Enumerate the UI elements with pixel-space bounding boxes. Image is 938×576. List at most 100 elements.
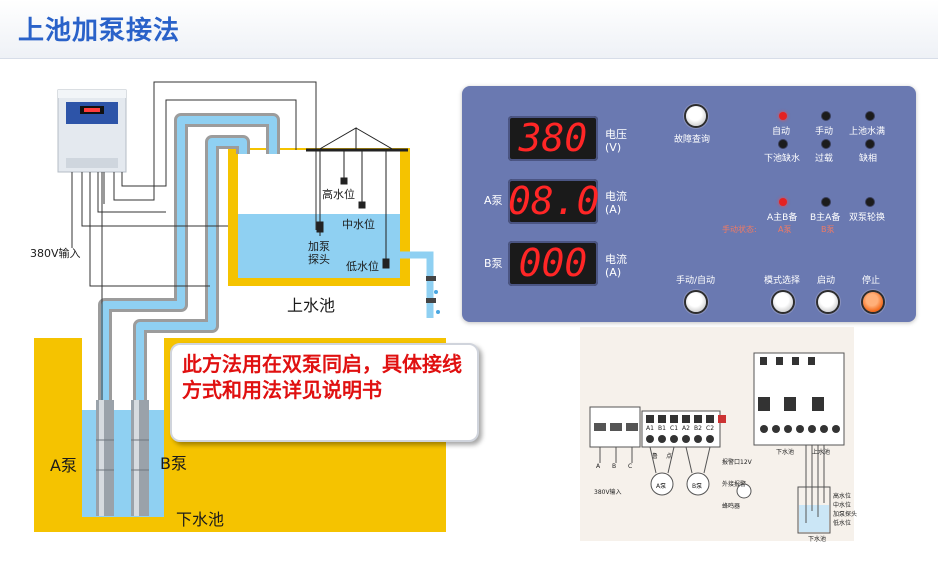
fault-query-label: 故障查询 — [674, 135, 711, 145]
power-input-label: 380V输入 — [30, 247, 81, 260]
terminal-c1: C1 — [670, 425, 679, 432]
alarm-label: 报警口12V — [722, 459, 752, 466]
probe-label-line1: 加泵 — [308, 240, 330, 253]
lower-tank-water — [82, 410, 164, 517]
indicator-upper-full-led — [866, 112, 874, 120]
level-probes — [306, 127, 408, 269]
upper-tank-label: 上水池 — [287, 296, 336, 315]
indicator-auto-led — [779, 112, 787, 120]
wiring-level-probe: 加泵探头 — [833, 511, 858, 518]
indicator-manual-label: 手动 — [815, 127, 834, 137]
wiring-level-low: 低水位 — [833, 520, 852, 527]
pump-b-label: B泵 — [160, 454, 187, 473]
indicator-b-main-label: B主A备 — [810, 213, 841, 223]
indicator-lower-empty-label: 下池缺水 — [764, 154, 801, 164]
faucet-icon — [426, 276, 436, 281]
high-level-label: 高水位 — [322, 188, 355, 201]
wiring-phase-b: B — [612, 463, 617, 470]
wiring-phase-a: A — [596, 463, 601, 470]
indicator-a-main-led — [779, 198, 787, 206]
manual-state-label: 手动状态: — [722, 225, 757, 234]
voltage-label-text: 电压 — [605, 128, 627, 141]
terminal-a1: A1 — [646, 425, 654, 432]
wiring-lower-tank-label: 下水池 — [776, 449, 795, 456]
indicator-rotation-label: 双泵轮换 — [849, 213, 886, 223]
riser-pipes — [98, 113, 280, 410]
note-text: 此方法用在双泵同启，具体接线方式和用法详见说明书 — [182, 352, 462, 402]
wiring-level-high: 高水位 — [833, 493, 852, 500]
pump-a-icon — [96, 400, 114, 516]
mode-select-button[interactable] — [773, 292, 793, 312]
wiring-tank-caption: 下水池 — [808, 536, 827, 543]
alarm-sub-label: 外接报警 — [722, 481, 747, 488]
water-drop-icon — [434, 290, 438, 294]
pump-a-current-unit: (A) — [605, 203, 622, 216]
indicator-manual-led — [822, 112, 830, 120]
pump-b-icon — [131, 400, 149, 516]
control-panel: 380 电压 (V) A泵 08.0 电流 (A) B泵 000 电流 (A) … — [462, 86, 916, 322]
indicator-phase-loss-led — [866, 140, 874, 148]
manual-state-a: A泵 — [778, 225, 792, 234]
motor-label-1: 鲁 — [652, 453, 659, 460]
wiring-pump-b: B泵 — [692, 483, 703, 490]
indicator-upper-full-label: 上池水满 — [849, 127, 886, 137]
terminal-b1: B1 — [658, 425, 666, 432]
buzzer-icon — [736, 483, 752, 499]
terminal-c2: C2 — [706, 425, 715, 432]
motor-b-icon — [686, 472, 710, 496]
controller-box-icon — [57, 89, 127, 173]
indicator-a-main-label: A主B备 — [767, 213, 798, 223]
wiring-diagram: 380V输入 A B C A1 B1 C1 A2 B2 C2 鲁 点 A泵 B泵… — [580, 327, 858, 543]
buzzer-label: 蜂鸣器 — [722, 503, 741, 510]
wiring-schematic — [589, 352, 845, 534]
motor-label-2: 点 — [666, 453, 673, 460]
fault-query-button[interactable] — [686, 106, 706, 126]
outlet-pipe — [398, 251, 434, 318]
wiring-phase-c: C — [628, 463, 633, 470]
wiring-level-mid: 中水位 — [833, 502, 852, 509]
note-callout: 此方法用在双泵同启，具体接线方式和用法详见说明书 — [170, 343, 479, 442]
pump-b-row-label: B泵 — [484, 257, 503, 270]
pump-a-current-label: 电流 (A) — [605, 190, 627, 216]
title-bar: 上池加泵接法 — [0, 0, 938, 59]
terminal-a2: A2 — [682, 425, 690, 432]
indicator-auto-label: 自动 — [772, 127, 791, 137]
pump-b-current-unit: (A) — [605, 266, 622, 279]
pump-a-label: A泵 — [50, 456, 77, 475]
mid-level-label: 中水位 — [342, 218, 375, 231]
stop-label: 停止 — [862, 276, 881, 286]
water-drop-icon — [436, 310, 440, 314]
indicator-rotation-led — [866, 198, 874, 206]
start-label: 启动 — [817, 276, 836, 286]
probe-label: 加泵 探头 — [308, 240, 330, 266]
pump-b-current-text: 电流 — [605, 253, 627, 266]
pump-a-current-text: 电流 — [605, 190, 627, 203]
faucet-icon — [426, 298, 436, 303]
pump-a-row-label: A泵 — [484, 194, 503, 207]
motor-a-icon — [650, 472, 674, 496]
lower-tank-label: 下水池 — [176, 510, 225, 529]
voltage-label: 电压 (V) — [605, 128, 627, 154]
manual-state-b: B泵 — [821, 225, 835, 234]
manual-auto-button[interactable] — [686, 292, 706, 312]
probe-label-line2: 探头 — [308, 253, 330, 266]
wiring-pump-a: A泵 — [656, 483, 667, 490]
stop-button[interactable] — [863, 292, 883, 312]
page-title: 上池加泵接法 — [18, 16, 181, 46]
terminal-b2: B2 — [694, 425, 702, 432]
start-button[interactable] — [818, 292, 838, 312]
mode-select-label: 模式选择 — [764, 276, 801, 286]
pump-b-current-label: 电流 (A) — [605, 253, 627, 279]
indicator-lower-empty-led — [779, 140, 787, 148]
pump-a-current-display: 08.0 — [508, 179, 600, 224]
wiring-input-label: 380V输入 — [594, 489, 622, 496]
wiring-tank-icon — [797, 486, 831, 534]
indicator-phase-loss-label: 缺相 — [859, 154, 878, 164]
voltage-unit: (V) — [605, 141, 622, 154]
indicator-overload-label: 过载 — [815, 154, 834, 164]
voltage-display: 380 — [508, 116, 598, 161]
wiring-upper-tank-label: 上水池 — [812, 449, 831, 456]
indicator-b-main-led — [822, 198, 830, 206]
manual-auto-label: 手动/自动 — [676, 276, 716, 286]
control-wires — [71, 81, 317, 400]
